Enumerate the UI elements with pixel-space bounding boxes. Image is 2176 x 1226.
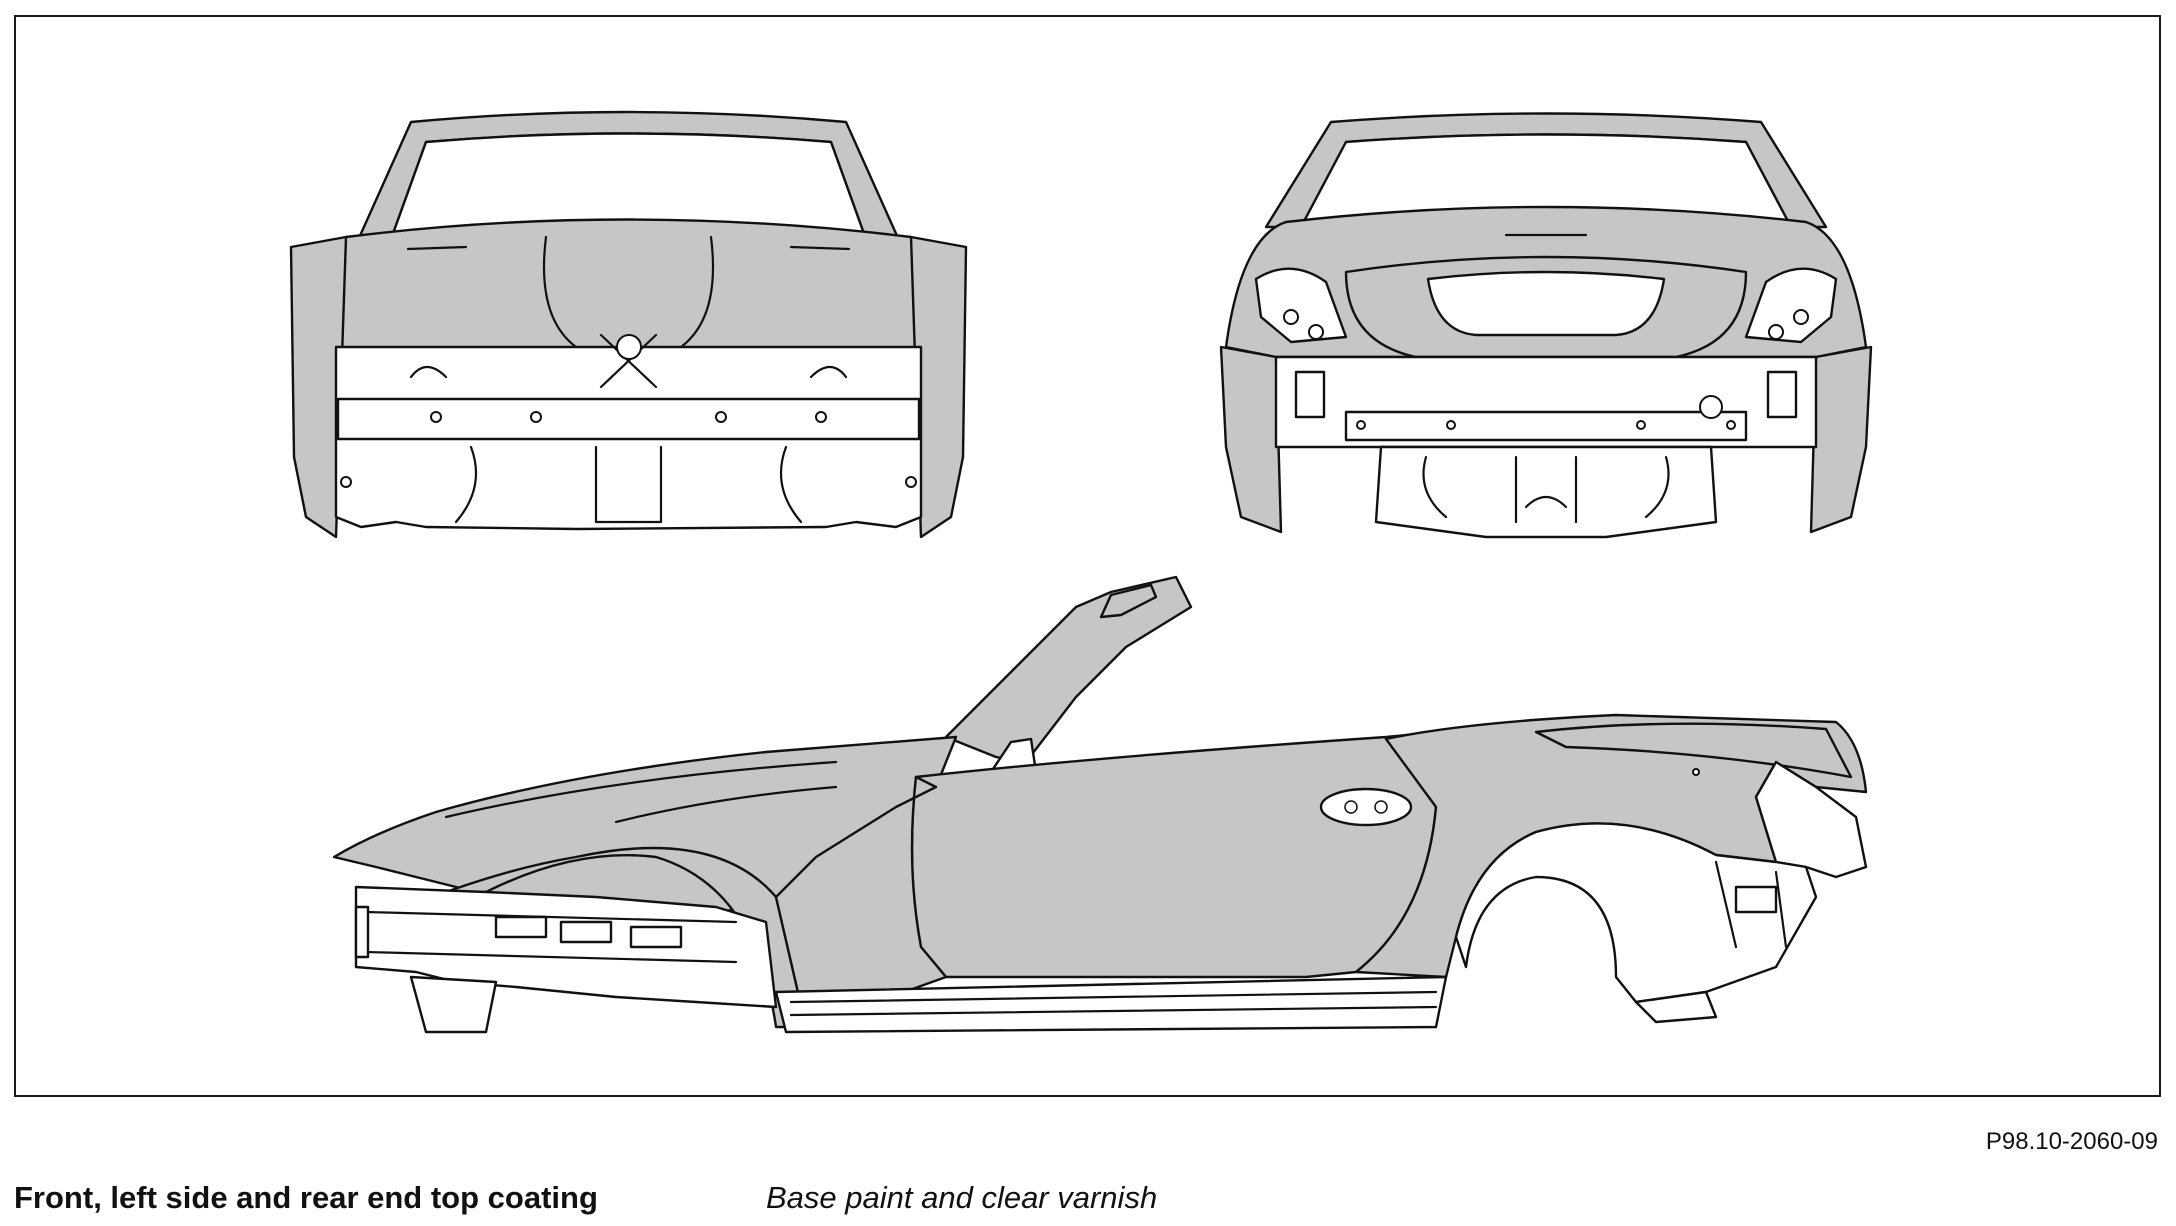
caption-note: Base paint and clear varnish (766, 1180, 1158, 1215)
front-view-icon (289, 110, 968, 539)
illustration-frame (14, 15, 2161, 1097)
figure-code: P98.10-2060-09 (1985, 1128, 2158, 1155)
caption-title: Front, left side and rear end top coatin… (14, 1180, 598, 1215)
rear-view-icon (1219, 112, 1873, 539)
left-side-view-icon (332, 575, 1868, 1034)
